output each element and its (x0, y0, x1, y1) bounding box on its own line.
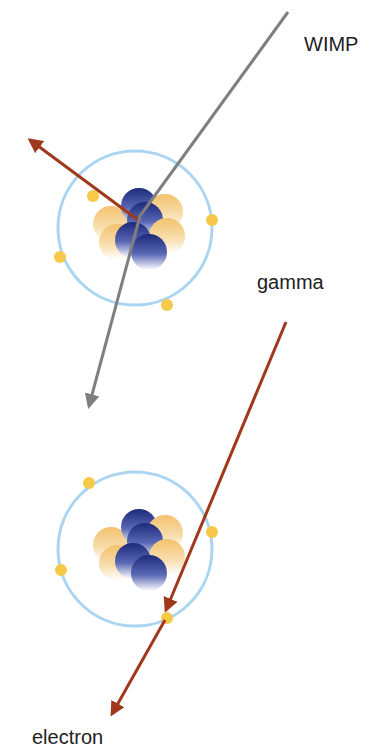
particle-label: gamma (257, 271, 324, 293)
atom (58, 472, 212, 626)
atom (58, 151, 212, 305)
electron-track (112, 620, 165, 714)
particle-label: electron (32, 726, 103, 748)
particle-label: WIMP (304, 33, 358, 55)
electron-dots (54, 190, 218, 576)
gamma-track (166, 322, 286, 610)
wimp-track (89, 12, 288, 406)
recoil-arrow (30, 140, 138, 220)
